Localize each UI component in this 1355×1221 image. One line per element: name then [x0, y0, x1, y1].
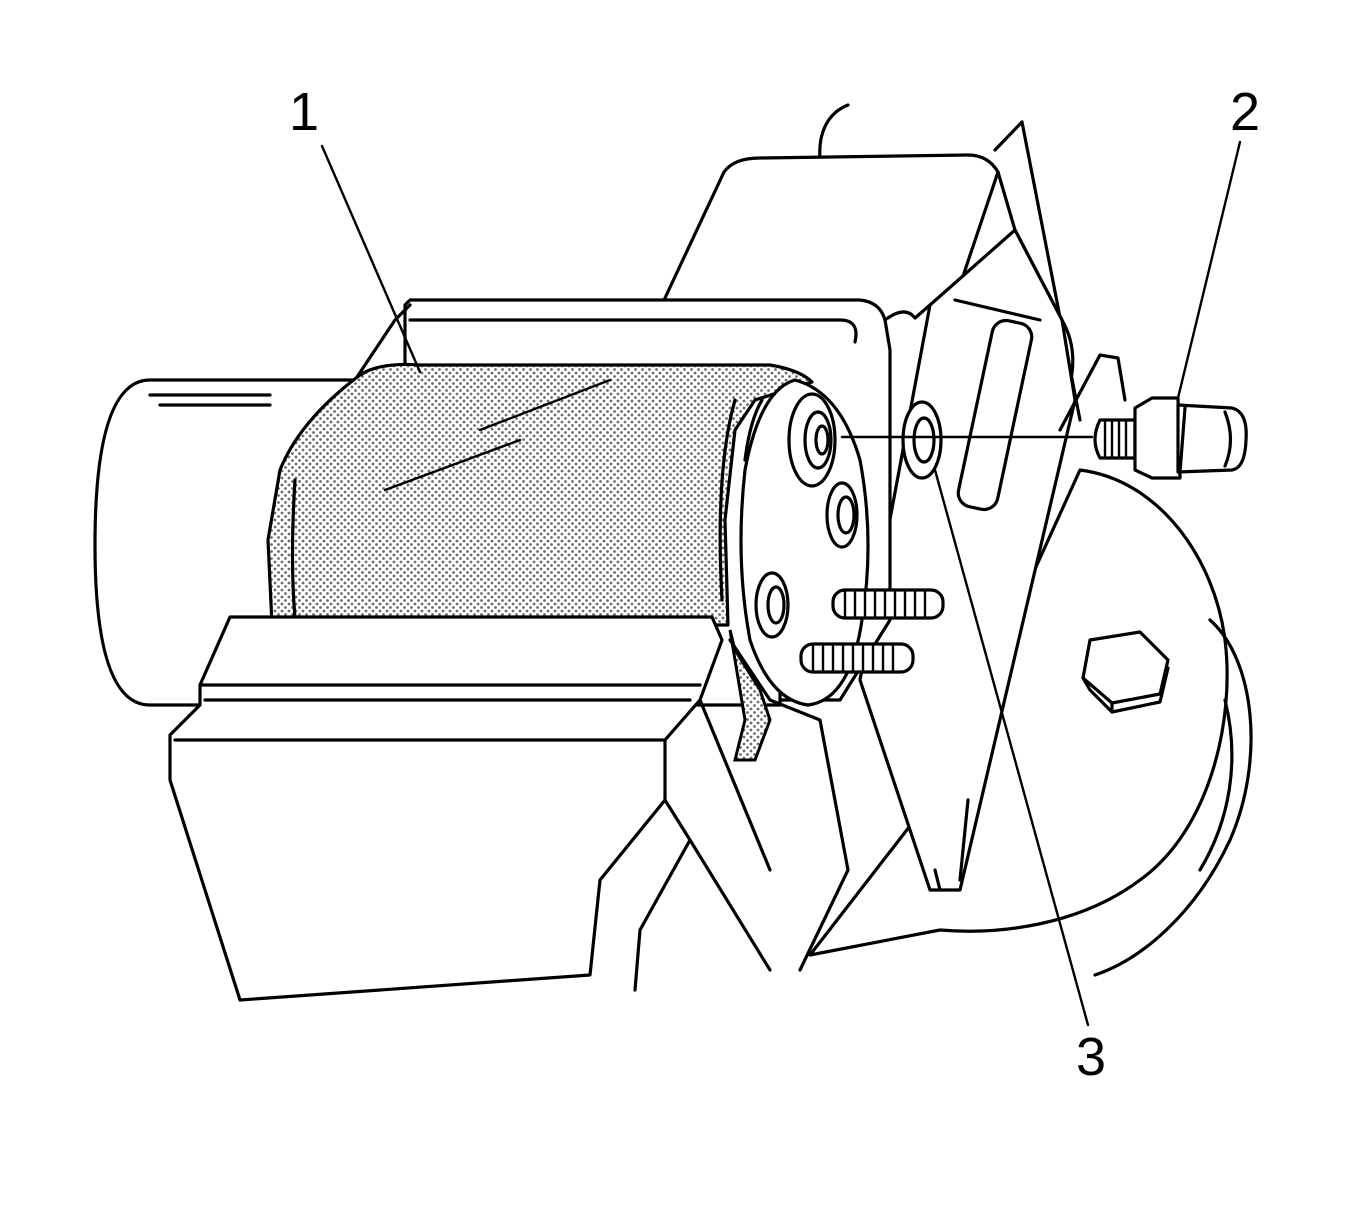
pressure-fitting — [1093, 396, 1248, 480]
o-ring-seal — [901, 400, 943, 480]
leader-line-3 — [933, 468, 1090, 1027]
drier-end-flange — [728, 378, 870, 762]
mounting-studs — [799, 588, 945, 674]
protective-wrap — [266, 362, 814, 627]
callout-label-1: 1 — [289, 82, 319, 142]
leader-line-2 — [1176, 140, 1242, 400]
callout-label-3: 3 — [1076, 1027, 1106, 1087]
vise-front-jaw — [168, 615, 850, 1002]
callout-label-2: 2 — [1230, 82, 1260, 142]
leader-line-1 — [320, 144, 422, 374]
vise-rail — [858, 228, 1127, 892]
